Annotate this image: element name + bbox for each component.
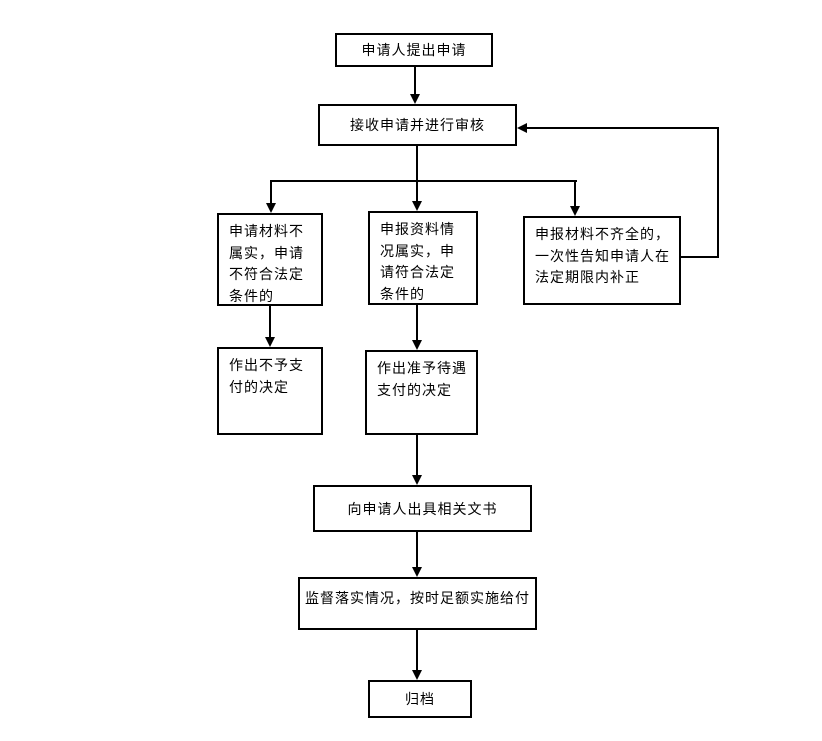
arrow-valid-to-approve-line xyxy=(416,305,418,341)
arrow-approve-to-documents-head xyxy=(412,475,422,485)
node-archive-label: 归档 xyxy=(405,693,435,708)
node-condition-incomplete-line2: 一次性告知申请人在 xyxy=(535,249,670,265)
node-issue-documents-label: 向申请人出具相关文书 xyxy=(347,502,498,518)
node-condition-valid-line2: 况属实，申 xyxy=(380,244,455,260)
arrow-supervise-to-archive-head xyxy=(412,670,422,680)
arrow-documents-to-supervise-head xyxy=(412,567,422,577)
arrow-submit-to-review-head xyxy=(410,94,420,104)
arrow-documents-to-supervise-line xyxy=(416,532,418,568)
node-submit-application-label: 申请人提出申请 xyxy=(361,44,467,59)
node-condition-invalid: 申请材料不 属实，申请 不符合法定 条件的 xyxy=(217,213,323,306)
arrow-branch-to-valid-line xyxy=(416,180,418,202)
arrow-approve-to-documents-line xyxy=(416,435,418,476)
arrow-incomplete-feedback-top xyxy=(527,127,719,129)
arrow-branch-to-incomplete-line xyxy=(574,180,576,207)
node-supervise-payment-label: 监督落实情况，按时足额实施给付 xyxy=(305,592,530,607)
node-condition-valid-line1: 申报资料情 xyxy=(380,223,455,238)
arrow-incomplete-feedback-vertical xyxy=(717,127,719,258)
node-decision-approve-line2: 支付的决定 xyxy=(377,383,452,399)
node-receive-and-review-label: 接收申请并进行审核 xyxy=(350,119,485,134)
node-condition-valid-line3: 请符合法定 xyxy=(380,266,455,281)
node-condition-incomplete: 申报材料不齐全的， 一次性告知申请人在 法定期限内补正 xyxy=(523,216,681,305)
node-condition-invalid-line3: 不符合法定 xyxy=(229,268,304,283)
arrow-branch-to-invalid-head xyxy=(266,203,276,213)
node-decision-approve-line1: 作出准予待遇 xyxy=(377,362,467,377)
arrow-incomplete-feedback-head xyxy=(517,123,527,133)
node-condition-invalid-line4: 条件的 xyxy=(229,289,274,305)
arrow-branch-to-valid-head xyxy=(412,201,422,211)
node-condition-invalid-line2: 属实，申请 xyxy=(229,246,304,262)
node-supervise-payment: 监督落实情况，按时足额实施给付 xyxy=(298,577,537,630)
arrow-branch-to-invalid-line xyxy=(270,180,272,204)
node-archive: 归档 xyxy=(368,680,472,718)
arrow-invalid-to-deny-head xyxy=(265,337,275,347)
arrow-invalid-to-deny-line xyxy=(269,306,271,338)
node-submit-application: 申请人提出申请 xyxy=(335,33,493,67)
node-receive-and-review: 接收申请并进行审核 xyxy=(318,104,517,146)
arrow-branch-to-incomplete-head xyxy=(570,206,580,216)
node-condition-incomplete-line3: 法定期限内补正 xyxy=(535,271,640,286)
node-decision-deny: 作出不予支 付的决定 xyxy=(217,347,323,435)
node-decision-approve: 作出准予待遇 支付的决定 xyxy=(365,350,478,435)
node-decision-deny-line1: 作出不予支 xyxy=(229,359,304,374)
node-condition-invalid-line1: 申请材料不 xyxy=(229,225,304,240)
arrow-review-branch-stem xyxy=(416,146,418,182)
arrow-submit-to-review-line xyxy=(414,67,416,95)
node-condition-valid-line4: 条件的 xyxy=(380,287,425,303)
arrow-review-branch-bar xyxy=(271,180,577,182)
arrow-incomplete-feedback-bottom xyxy=(681,256,719,258)
node-issue-documents: 向申请人出具相关文书 xyxy=(313,485,532,532)
arrow-valid-to-approve-head xyxy=(412,340,422,350)
node-condition-incomplete-line1: 申报材料不齐全的， xyxy=(535,228,670,243)
node-decision-deny-line2: 付的决定 xyxy=(229,380,289,396)
node-condition-valid: 申报资料情 况属实，申 请符合法定 条件的 xyxy=(368,211,478,305)
arrow-supervise-to-archive-line xyxy=(416,630,418,671)
